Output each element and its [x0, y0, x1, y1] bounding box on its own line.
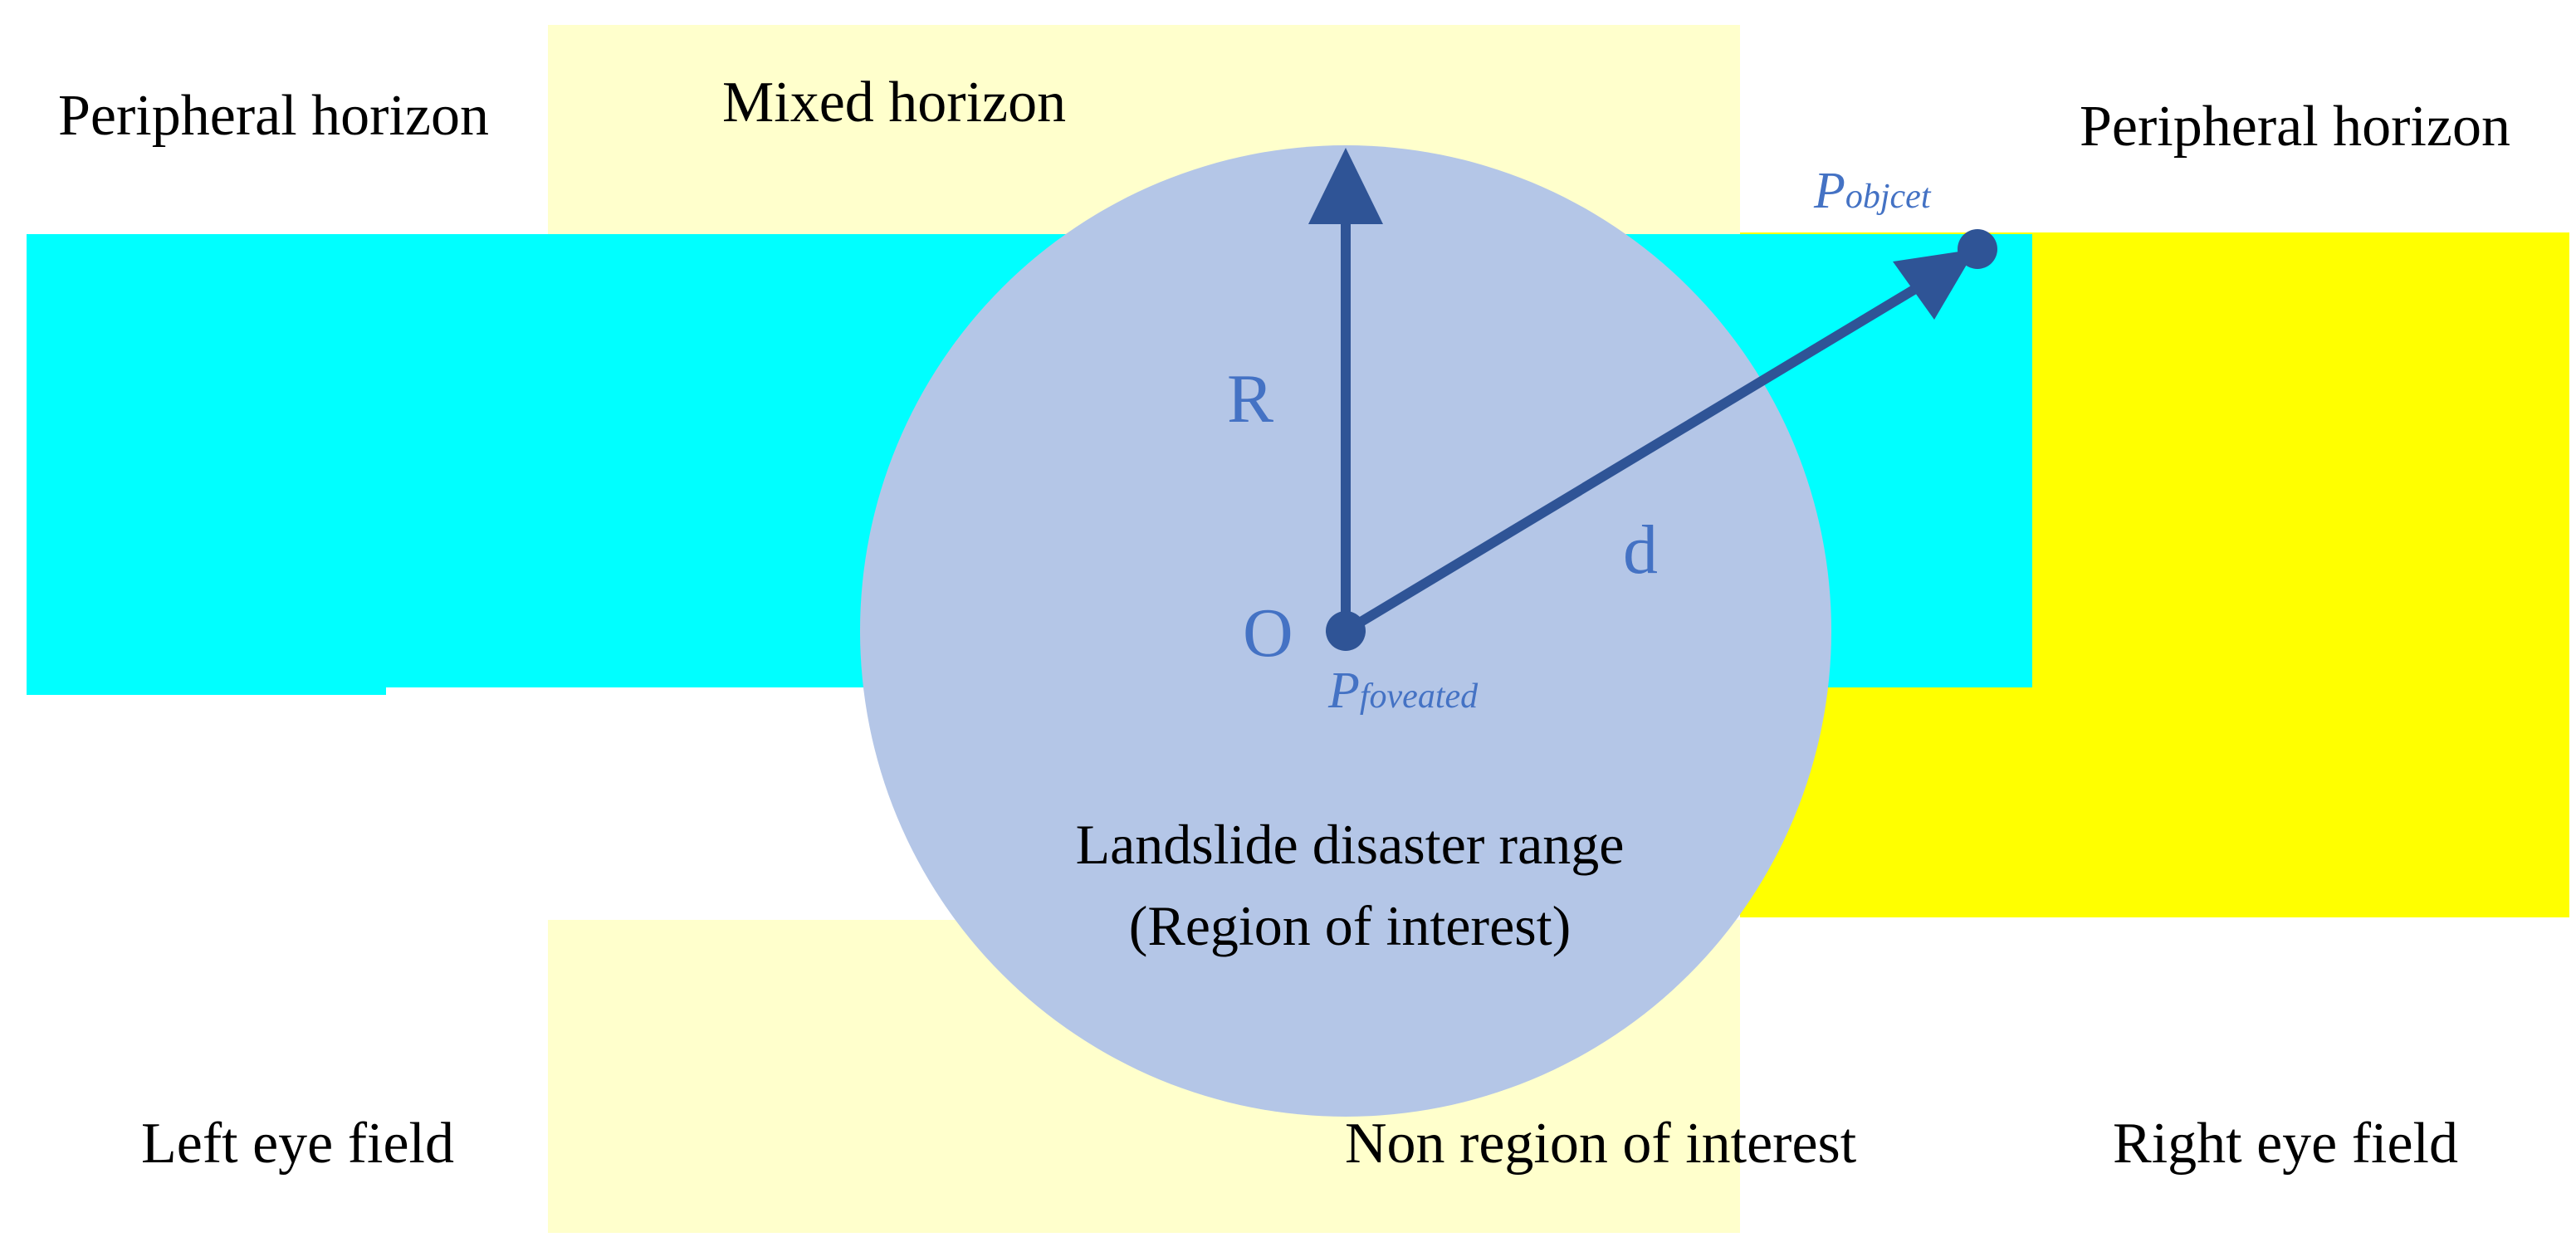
right-eye-field-label: Right eye field [2113, 1112, 2458, 1176]
distance-arrow-line [1342, 281, 1923, 636]
radius-arrowhead [1308, 148, 1383, 224]
left-eye-field-label: Left eye field [141, 1112, 454, 1176]
p-foveated-main: P [1327, 663, 1360, 719]
peripheral-horizon-left-label: Peripheral horizon [58, 84, 489, 148]
origin-point [1326, 611, 1366, 651]
p-object-label: Pobjcet [1813, 163, 1932, 219]
distance-label: d [1623, 511, 1658, 589]
object-point [1958, 229, 1997, 269]
peripheral-horizon-right-label: Peripheral horizon [2080, 95, 2510, 159]
mixed-horizon-label: Mixed horizon [722, 71, 1066, 134]
p-object-subscript: objcet [1845, 178, 1932, 216]
non-roi-label: Non region of interest [1345, 1112, 1857, 1176]
distance-arrowhead [1893, 249, 1976, 320]
radius-label: R [1227, 360, 1273, 438]
roi-label-line2: (Region of interest) [1129, 894, 1572, 957]
p-object-main: P [1813, 163, 1845, 219]
p-foveated-label: Pfoveated [1327, 663, 1479, 719]
origin-label: O [1243, 594, 1293, 672]
roi-label-line1: Landslide disaster range [1076, 813, 1625, 876]
p-foveated-subscript: foveated [1360, 677, 1479, 716]
